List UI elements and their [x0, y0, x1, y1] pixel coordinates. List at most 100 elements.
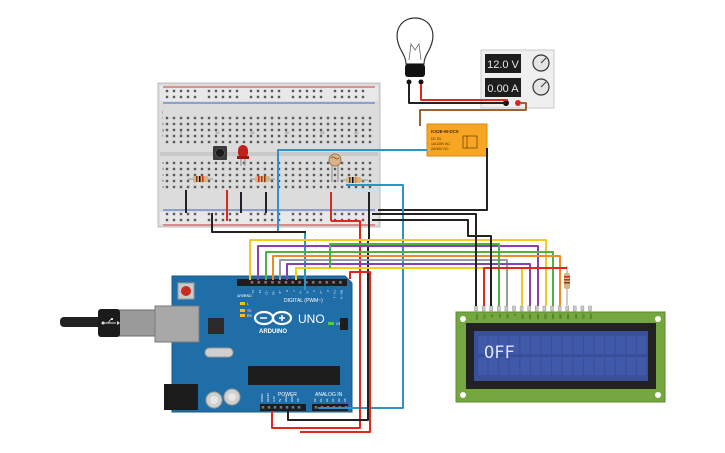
breadboard-hole[interactable]: [165, 134, 169, 138]
breadboard-rail-hole[interactable]: [186, 218, 190, 222]
breadboard-hole[interactable]: [319, 185, 323, 189]
breadboard-hole[interactable]: [242, 128, 246, 132]
breadboard-hole[interactable]: [228, 134, 232, 138]
lcd-pin[interactable]: [565, 305, 569, 312]
breadboard-hole[interactable]: [305, 167, 309, 171]
breadboard-hole[interactable]: [256, 140, 260, 144]
breadboard-hole[interactable]: [340, 185, 344, 189]
breadboard-rail-hole[interactable]: [193, 89, 197, 93]
breadboard-rail-hole[interactable]: [221, 95, 225, 99]
breadboard-rail-hole[interactable]: [256, 212, 260, 216]
breadboard-rail-hole[interactable]: [298, 218, 302, 222]
breadboard-hole[interactable]: [200, 122, 204, 126]
breadboard-hole[interactable]: [277, 134, 281, 138]
breadboard-hole[interactable]: [193, 161, 197, 165]
digital-pin[interactable]: [311, 281, 315, 284]
breadboard-hole[interactable]: [172, 116, 176, 120]
breadboard-hole[interactable]: [361, 116, 365, 120]
breadboard-hole[interactable]: [228, 161, 232, 165]
breadboard-hole[interactable]: [319, 122, 323, 126]
breadboard-hole[interactable]: [347, 173, 351, 177]
breadboard-rail-hole[interactable]: [354, 212, 358, 216]
breadboard-rail-hole[interactable]: [270, 212, 274, 216]
breadboard-rail-hole[interactable]: [172, 212, 176, 216]
breadboard-rail-hole[interactable]: [312, 218, 316, 222]
breadboard-hole[interactable]: [228, 122, 232, 126]
resistor-2[interactable]: [250, 176, 275, 182]
resistor-1[interactable]: [188, 176, 213, 182]
power-pin[interactable]: [285, 406, 289, 409]
breadboard-rail-hole[interactable]: [270, 95, 274, 99]
breadboard-hole[interactable]: [312, 173, 316, 177]
breadboard-hole[interactable]: [228, 128, 232, 132]
breadboard-rail-hole[interactable]: [207, 218, 211, 222]
breadboard-rail-hole[interactable]: [263, 95, 267, 99]
breadboard-hole[interactable]: [249, 116, 253, 120]
breadboard-rail-hole[interactable]: [291, 218, 295, 222]
breadboard-hole[interactable]: [312, 116, 316, 120]
breadboard-hole[interactable]: [305, 173, 309, 177]
lcd-pin[interactable]: [504, 305, 509, 312]
breadboard-rail-hole[interactable]: [193, 95, 197, 99]
breadboard-hole[interactable]: [193, 140, 197, 144]
breadboard-hole[interactable]: [242, 185, 246, 189]
breadboard-hole[interactable]: [326, 167, 330, 171]
breadboard-hole[interactable]: [193, 128, 197, 132]
breadboard-rail-hole[interactable]: [291, 95, 295, 99]
breadboard-hole[interactable]: [172, 185, 176, 189]
breadboard-hole[interactable]: [242, 173, 246, 177]
breadboard-rail-hole[interactable]: [228, 212, 232, 216]
breadboard-rail-hole[interactable]: [228, 95, 232, 99]
breadboard-hole[interactable]: [284, 167, 288, 171]
breadboard-rail-hole[interactable]: [235, 95, 239, 99]
breadboard-hole[interactable]: [221, 179, 225, 183]
breadboard-rail-hole[interactable]: [193, 218, 197, 222]
digital-pin[interactable]: [284, 281, 288, 284]
breadboard-rail-hole[interactable]: [361, 218, 365, 222]
breadboard-hole[interactable]: [298, 167, 302, 171]
breadboard-hole[interactable]: [305, 179, 309, 183]
breadboard-hole[interactable]: [291, 134, 295, 138]
lcd-pin[interactable]: [573, 305, 577, 312]
breadboard-hole[interactable]: [263, 161, 267, 165]
breadboard-hole[interactable]: [312, 122, 316, 126]
breadboard-rail-hole[interactable]: [312, 89, 316, 93]
breadboard-hole[interactable]: [256, 128, 260, 132]
breadboard-hole[interactable]: [319, 128, 323, 132]
arduino-uno[interactable]: ARDUINO UNO DIGITAL (PWM~) AREF GND TX R…: [60, 275, 353, 413]
digital-pin[interactable]: [318, 281, 322, 284]
breadboard-hole[interactable]: [256, 116, 260, 120]
breadboard-hole[interactable]: [179, 185, 183, 189]
breadboard-hole[interactable]: [214, 122, 218, 126]
breadboard-hole[interactable]: [207, 185, 211, 189]
breadboard-hole[interactable]: [242, 134, 246, 138]
breadboard-hole[interactable]: [284, 140, 288, 144]
breadboard-hole[interactable]: [361, 161, 365, 165]
breadboard-rail-hole[interactable]: [270, 218, 274, 222]
breadboard-hole[interactable]: [235, 128, 239, 132]
breadboard-hole[interactable]: [221, 134, 225, 138]
breadboard-hole[interactable]: [291, 161, 295, 165]
breadboard-rail-hole[interactable]: [235, 89, 239, 93]
breadboard-hole[interactable]: [347, 185, 351, 189]
breadboard-rail-hole[interactable]: [186, 89, 190, 93]
breadboard-rail-hole[interactable]: [214, 89, 218, 93]
breadboard-hole[interactable]: [228, 140, 232, 144]
breadboard-rail-hole[interactable]: [277, 89, 281, 93]
breadboard-rail-hole[interactable]: [235, 218, 239, 222]
breadboard-hole[interactable]: [340, 161, 344, 165]
breadboard-hole[interactable]: [249, 122, 253, 126]
breadboard-rail-hole[interactable]: [263, 89, 267, 93]
breadboard-hole[interactable]: [221, 173, 225, 177]
breadboard-hole[interactable]: [263, 134, 267, 138]
breadboard-hole[interactable]: [235, 173, 239, 177]
breadboard-hole[interactable]: [270, 122, 274, 126]
breadboard-hole[interactable]: [291, 179, 295, 183]
breadboard-hole[interactable]: [200, 173, 204, 177]
breadboard-hole[interactable]: [200, 134, 204, 138]
breadboard-hole[interactable]: [249, 128, 253, 132]
breadboard-hole[interactable]: [179, 167, 183, 171]
